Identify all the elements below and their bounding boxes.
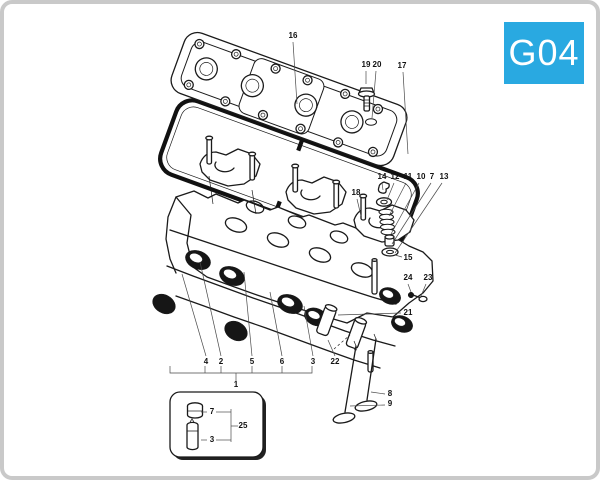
callout-3: 3 [210, 435, 215, 444]
callout-6: 6 [280, 357, 285, 366]
callout-19: 19 [362, 60, 371, 69]
callout-7: 7 [210, 407, 215, 416]
callout-7: 7 [430, 172, 435, 181]
leader-line-3 [303, 305, 314, 357]
callout-4: 4 [204, 357, 209, 366]
leader-line-14 [381, 182, 384, 191]
callout-3: 3 [311, 357, 316, 366]
valve-cover-drawing [170, 31, 408, 167]
flange-bolt-drawing [407, 291, 428, 303]
callout-15: 15 [404, 253, 413, 262]
leader-line-8 [370, 391, 386, 395]
callout-13: 13 [440, 172, 449, 181]
callout-21: 21 [404, 308, 413, 317]
leader-line-9 [349, 404, 386, 407]
callout-20: 20 [373, 60, 382, 69]
valve-drawings [332, 333, 378, 424]
valve-spring-stack-drawing [375, 181, 399, 257]
leader-line-23 [420, 283, 427, 297]
cylinder-head-drawing [152, 190, 434, 373]
page-code-badge: G04 [504, 22, 584, 84]
leader-line-12 [386, 182, 395, 201]
leader-line-10 [390, 182, 420, 235]
head-ports [152, 250, 413, 342]
callout-2: 2 [219, 357, 224, 366]
leader-line-21 [337, 312, 402, 316]
callout-1: 1 [234, 380, 239, 389]
exploded-diagram: 1619201714121110713181524232189425632217… [152, 31, 449, 460]
callout-25: 25 [239, 421, 248, 430]
leader-line-24 [407, 283, 412, 293]
leader-line-22 [327, 339, 336, 357]
leader-line-16 [292, 41, 298, 105]
callout-22: 22 [331, 357, 340, 366]
leader-line-17 [402, 71, 409, 155]
leader-line-5 [243, 271, 253, 357]
callout-10: 10 [417, 172, 426, 181]
leader-line-15 [394, 254, 403, 258]
callout-11: 11 [404, 172, 413, 181]
callout-8: 8 [388, 389, 393, 398]
leader-line-4 [181, 273, 207, 357]
callout-12: 12 [391, 172, 400, 181]
callout-17: 17 [398, 61, 407, 70]
callout-18: 18 [352, 188, 361, 197]
callout-23: 23 [424, 273, 433, 282]
bracket-line-0 [169, 366, 313, 374]
leader-line-18 [356, 198, 362, 217]
leader-line-7 [391, 182, 432, 245]
callout-5: 5 [250, 357, 255, 366]
leader-line-2 [199, 261, 222, 357]
callout-24: 24 [404, 273, 413, 282]
callout-16: 16 [289, 31, 298, 40]
callout-brackets [169, 366, 313, 442]
leader-line-6 [269, 291, 283, 357]
leader-line-13 [394, 182, 443, 254]
leader-line-11 [388, 182, 407, 217]
callout-14: 14 [378, 172, 387, 181]
inset-detail-box [169, 391, 266, 460]
leader-line-20 [371, 70, 377, 119]
callout-9: 9 [388, 399, 393, 408]
